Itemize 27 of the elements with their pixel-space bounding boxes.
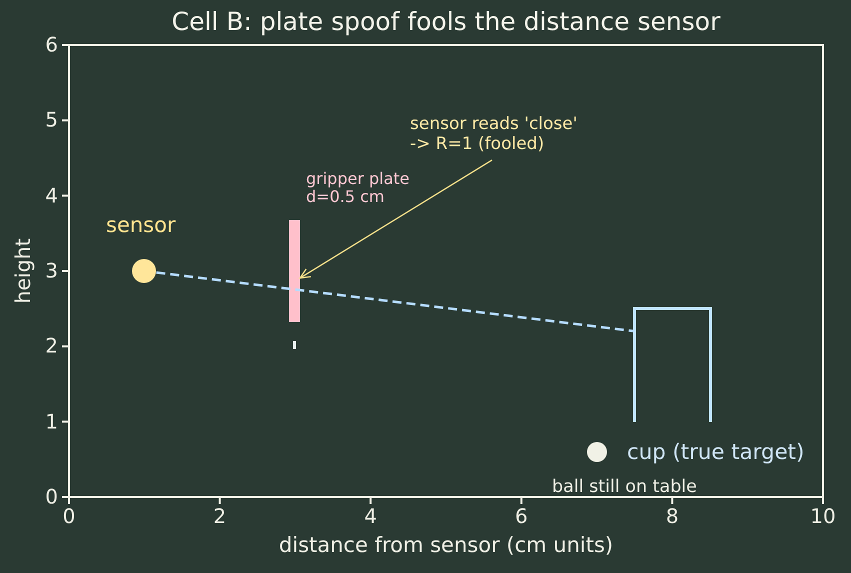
tick-label: 5 <box>45 108 58 132</box>
tick-label: 6 <box>45 34 58 56</box>
ball-label: ball still on table <box>552 479 697 496</box>
tick-label: 6 <box>515 505 528 528</box>
tick-label: 2 <box>45 334 58 358</box>
tick-label: 4 <box>45 184 58 208</box>
dashed-line <box>156 271 634 332</box>
tick-label: 4 <box>364 505 377 528</box>
cup-outline <box>633 307 712 422</box>
arrow <box>299 160 492 279</box>
tick-label: 0 <box>62 505 76 528</box>
annotation-text: sensor reads 'close' -> R=1 (fooled) <box>410 115 586 160</box>
sensor-dot <box>132 259 156 283</box>
tick-label: 2 <box>213 505 226 528</box>
ball-dot <box>587 442 607 462</box>
plate-label: gripper plate d=0.5 cm <box>306 170 411 207</box>
tick-label: 3 <box>45 260 58 282</box>
axis-title: distance from sensor (cm units) <box>278 533 614 558</box>
chart-title: Cell B: plate spoof fools the distance sensor <box>172 8 720 37</box>
tick-label: 8 <box>666 505 679 528</box>
tick-label: 1 <box>45 410 58 434</box>
tick-label: 0 <box>45 486 58 508</box>
sensor-label: sensor <box>106 213 176 238</box>
axis-title: height <box>12 238 36 304</box>
plate-bar <box>289 220 300 322</box>
tick-label: 10 <box>810 505 836 528</box>
cup-label: cup (true target) <box>627 441 804 466</box>
